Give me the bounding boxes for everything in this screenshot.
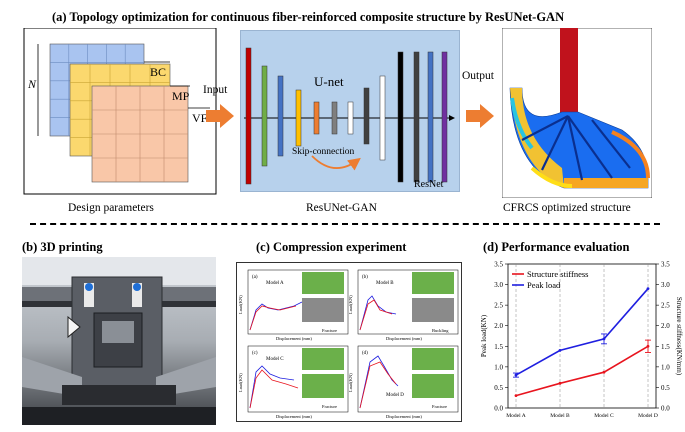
grid-label-mp: MP — [172, 89, 190, 103]
subplot-c-model: Model C — [266, 357, 284, 362]
output-arrow-icon — [466, 104, 494, 128]
subplot-a-ylabel: Load(KN) — [238, 295, 243, 314]
caption-optimized-structure: CFRCS optimized structure — [503, 202, 631, 214]
panel-b-title: (b) 3D printing — [22, 240, 103, 254]
subplot-b-xlabel: Displacement (mm) — [386, 336, 422, 341]
resnet-label: ResNet — [414, 179, 444, 190]
optimized-structure-image — [502, 28, 652, 198]
subplot-d-note: Fracture — [432, 404, 447, 409]
caption-resunet-gan: ResUNet-GAN — [306, 202, 377, 214]
skip-connection-label: Skip-connection — [292, 147, 355, 157]
series-line — [515, 288, 649, 376]
legend-label: Peak load — [527, 280, 561, 290]
data-point — [558, 349, 562, 352]
ytick-label-left: 0.0 — [494, 405, 503, 413]
subplot-c-note: Fracture — [322, 404, 337, 409]
performance-chart: 0.0 0.0 0.5 0.5 1.0 1.0 1.5 1.5 2.0 2.0 2.5 2.5 3.0 3… — [480, 261, 683, 420]
chart-ylabel-left: Peak load(KN) — [480, 314, 488, 357]
chart-ylabel-right: Structure stiffness(KN/mm) — [675, 297, 683, 376]
ytick-label-left: 3.0 — [494, 281, 503, 289]
subplot-d-xlabel: Displacement (mm) — [386, 414, 422, 419]
xtick-label: Model B — [550, 413, 570, 419]
subplot-a-note: Fracture — [322, 328, 337, 333]
subplot-d-ylabel: Load(KN) — [348, 373, 353, 392]
compression-experiment-figure: (a) Model A Displacement (mm) Load(KN) F… — [236, 262, 462, 422]
xtick-label: Model A — [506, 413, 525, 419]
panel-a-title: (a) Topology optimization for continuous… — [52, 10, 565, 24]
output-label: Output — [462, 70, 494, 82]
vf-grid — [91, 85, 189, 183]
subplot-b-note: Buckling — [432, 328, 449, 333]
subplot-c-xlabel: Displacement (mm) — [276, 414, 312, 419]
legend-label: Structure stiffness — [527, 269, 588, 279]
series-line — [515, 345, 649, 397]
subplot-a-xlabel: Displacement (mm) — [276, 336, 312, 341]
section-divider — [30, 223, 660, 225]
subplot-d-model: Model D — [386, 393, 404, 398]
ytick-label-right: 1.5 — [661, 343, 670, 351]
data-point — [514, 373, 518, 377]
subplot-a-model: Model A — [266, 281, 284, 286]
grid-label-bc: BC — [150, 65, 166, 79]
subplot-d: (d) Model D Displacement (mm) Load(KN) F… — [348, 345, 459, 419]
data-point — [602, 337, 606, 341]
ytick-label-right: 0.0 — [661, 405, 670, 413]
input-arrow-icon — [206, 104, 234, 128]
data-point — [602, 370, 606, 374]
design-parameter-grids: N BC MP VF — [23, 28, 217, 195]
subplot-c-ylabel: Load(KN) — [238, 373, 243, 392]
data-point — [646, 287, 650, 291]
ytick-label-left: 2.0 — [494, 322, 503, 330]
data-point — [514, 394, 518, 398]
unet-label: U-net — [314, 74, 344, 89]
subplot-b-tag: (b) — [362, 275, 368, 280]
xtick-label: Model C — [594, 413, 614, 419]
ytick-label-right: 0.5 — [661, 384, 670, 392]
caption-design-parameters: Design parameters — [68, 202, 154, 214]
subplot-c-tag: (c) — [252, 351, 258, 356]
grid-label-vf: VF — [192, 111, 208, 125]
panel-c-title: (c) Compression experiment — [256, 240, 407, 254]
input-label: Input — [203, 84, 228, 96]
data-point — [558, 381, 562, 385]
ytick-label-left: 3.5 — [494, 261, 503, 269]
subplot-c: (c) Model C Displacement (mm) Load(KN) F… — [238, 345, 349, 419]
chart-frame — [507, 263, 657, 409]
panel-d-title: (d) Performance evaluation — [483, 240, 630, 254]
ytick-label-left: 0.5 — [494, 384, 503, 392]
subplot-a: (a) Model A Displacement (mm) Load(KN) F… — [238, 269, 349, 341]
ytick-label-right: 1.0 — [661, 363, 670, 371]
ytick-label-right: 2.0 — [661, 322, 670, 330]
subplot-d-tag: (d) — [362, 351, 368, 356]
resunet-gan-diagram: U-net Skip-connection ResNet — [244, 47, 455, 190]
subplot-b-ylabel: Load(KN) — [348, 295, 353, 314]
subplot-a-tag: (a) — [252, 275, 258, 280]
3d-printer-photo — [22, 257, 216, 425]
ytick-label-left: 2.5 — [494, 302, 503, 310]
ytick-label-left: 1.5 — [494, 343, 503, 351]
xtick-label: Model D — [638, 413, 658, 419]
ytick-label-left: 1.0 — [494, 363, 503, 371]
ytick-label-right: 3.0 — [661, 281, 670, 289]
grid-label-n: N — [27, 77, 37, 91]
data-point — [646, 344, 650, 348]
subplot-b: (b) Model B Displacement (mm) Load(KN) B… — [348, 269, 459, 341]
ytick-label-right: 3.5 — [661, 261, 670, 269]
network-layers — [245, 47, 448, 185]
subplot-b-model: Model B — [376, 281, 394, 286]
ytick-label-right: 2.5 — [661, 302, 670, 310]
